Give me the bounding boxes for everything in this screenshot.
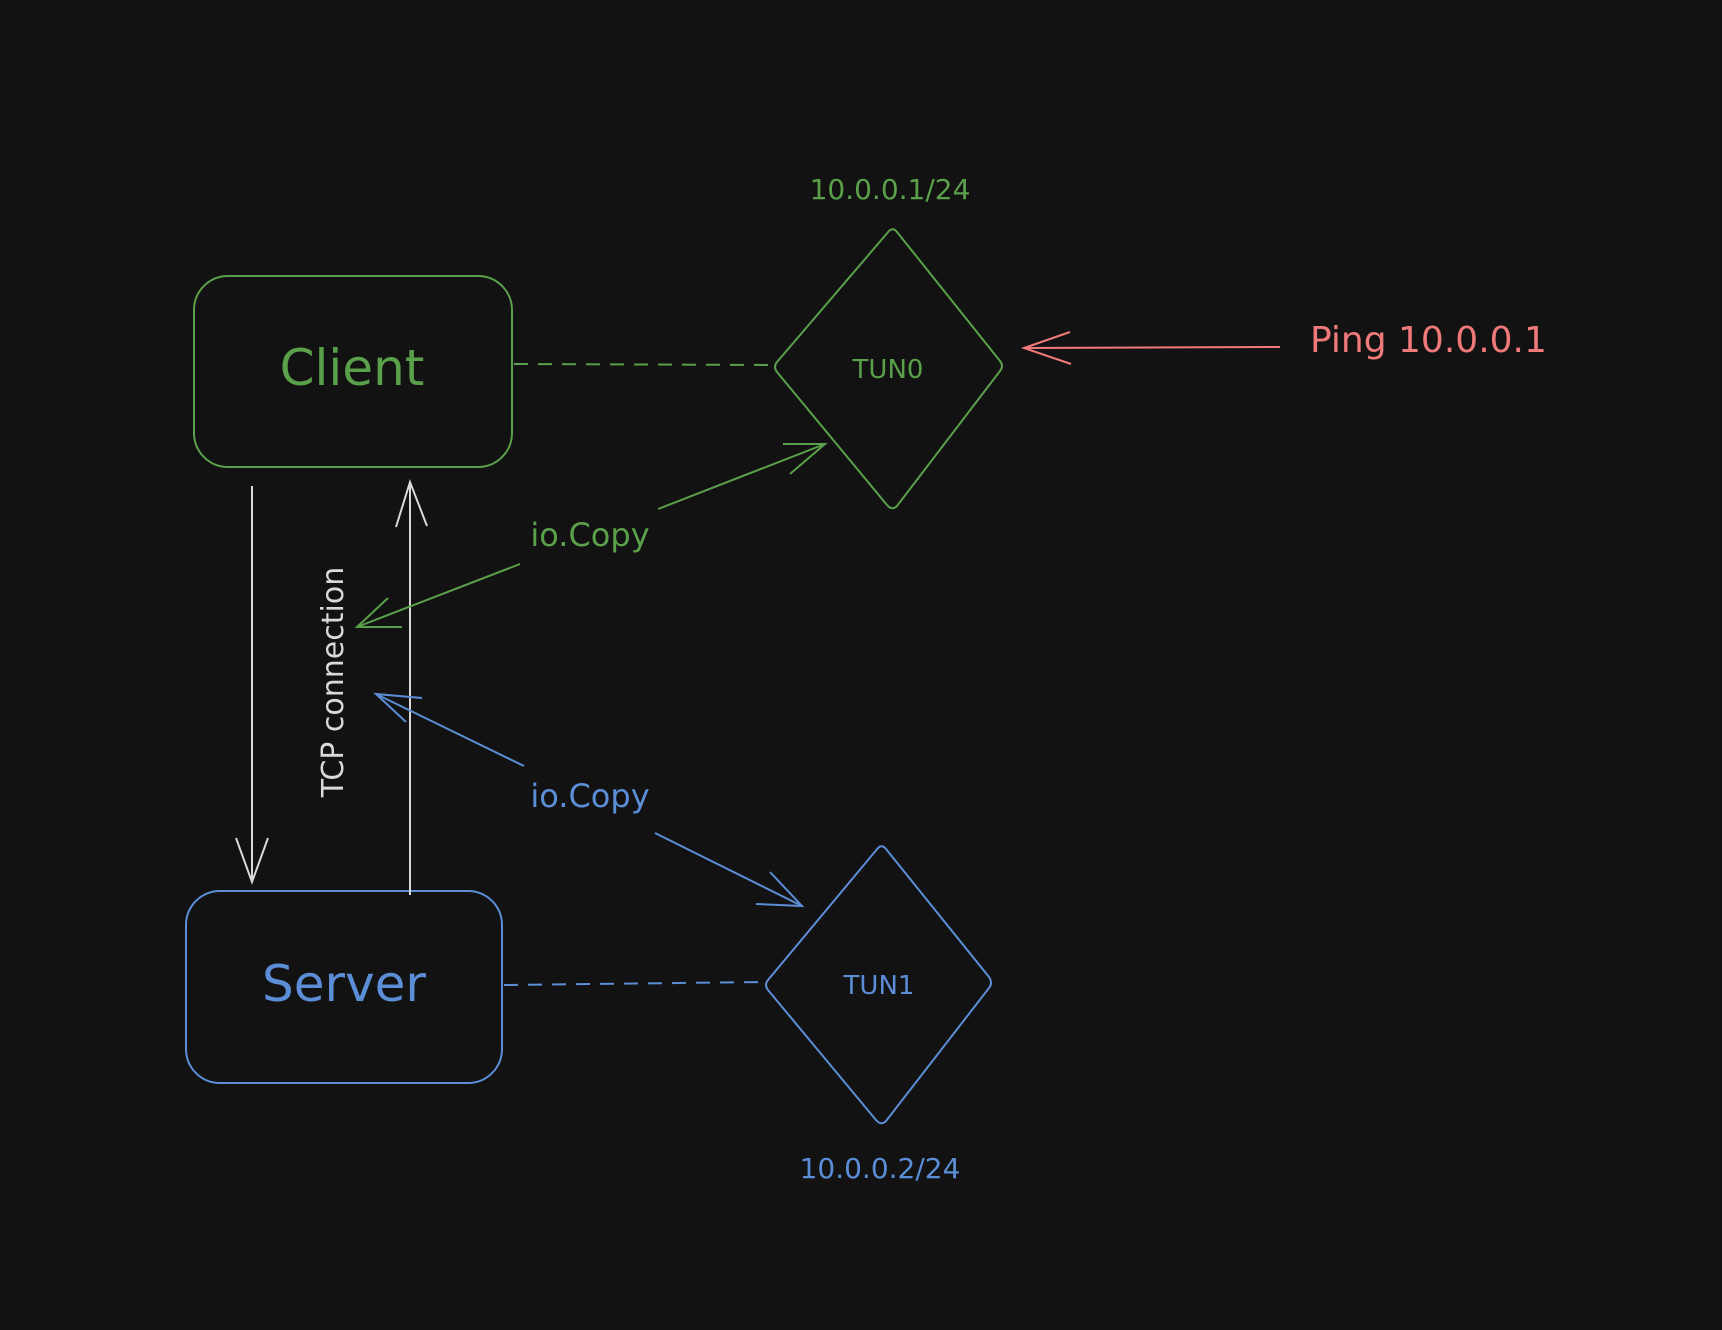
tun1-node[interactable]: TUN1 [765, 845, 992, 1125]
server-tun1-dashed-link [503, 981, 767, 986]
tun1-label: TUN1 [843, 971, 915, 1001]
tun1-address: 10.0.0.2/24 [800, 1152, 961, 1185]
tun0-diamond [774, 228, 1003, 510]
tcp-up-arrow [395, 478, 428, 895]
server-io-copy-arrow [373, 692, 805, 908]
tun0-address: 10.0.0.1/24 [810, 173, 971, 206]
server-io-copy-label: io.Copy [530, 777, 649, 815]
client-node[interactable]: Client [193, 275, 513, 468]
client-tun0-dashed-link [513, 363, 777, 366]
tun0-label: TUN0 [852, 355, 924, 385]
server-node[interactable]: Server [185, 890, 503, 1084]
ping-label: Ping 10.0.0.1 [1310, 320, 1547, 361]
client-box [193, 275, 513, 468]
client-io-copy-label: io.Copy [530, 516, 649, 554]
ping-arrow [1020, 331, 1281, 365]
tcp-down-arrow [235, 486, 269, 885]
client-io-copy-arrow [354, 443, 828, 628]
server-label: Server [262, 955, 426, 1013]
tun1-diamond [765, 845, 992, 1125]
client-label: Client [280, 339, 425, 397]
tun0-node[interactable]: TUN0 [774, 228, 1003, 510]
server-box [185, 890, 503, 1084]
tcp-connection-label: TCP connection [316, 567, 351, 798]
